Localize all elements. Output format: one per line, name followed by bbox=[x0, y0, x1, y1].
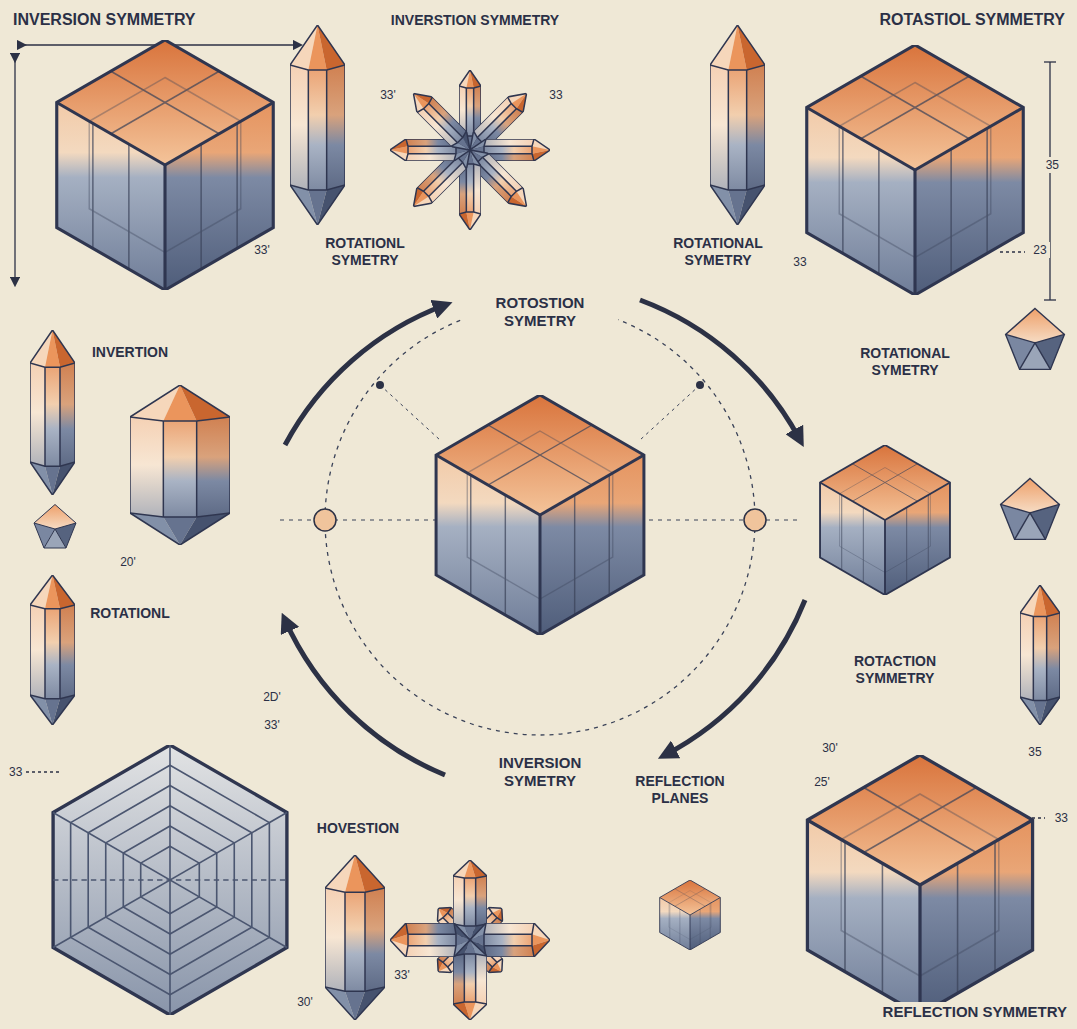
inversion-point bbox=[314, 509, 336, 531]
gem-crystal bbox=[1001, 479, 1060, 540]
star-petal bbox=[406, 86, 478, 158]
hexagonal-crystal bbox=[807, 755, 1032, 1015]
symmetry-label: ROTOSTION SYMETRY bbox=[462, 293, 618, 331]
symmetry-axis bbox=[640, 385, 700, 440]
dimension-tick bbox=[1044, 299, 1056, 300]
dimension-number: 25' bbox=[811, 774, 833, 790]
dimension-number: 35 bbox=[1043, 157, 1062, 173]
symmetry-label: ROTACTION SYMMETRY bbox=[817, 652, 973, 688]
prism-crystal bbox=[130, 385, 230, 545]
dimension-number: 33 bbox=[790, 254, 809, 270]
dimension-line bbox=[14, 58, 15, 282]
dimension-number: 30' bbox=[819, 740, 841, 756]
gem-crystal bbox=[34, 505, 76, 549]
symmetry-label: REFLECTION SYMMETRY bbox=[880, 1002, 1070, 1022]
symmetry-label: ROTATIONL bbox=[87, 604, 173, 623]
inversion-point bbox=[744, 509, 766, 531]
symmetry-label: ROTATIONL SYMETRY bbox=[287, 234, 443, 270]
gem-crystal bbox=[1006, 309, 1065, 370]
symmetry-label: INVERSION SYMMETRY bbox=[10, 9, 199, 30]
dimension-number: 33' bbox=[251, 242, 273, 258]
cycle-arrow bbox=[285, 305, 445, 445]
dimension-tick bbox=[1044, 61, 1056, 62]
symmetry-label: ROTATIONAL SYMETRY bbox=[640, 234, 796, 270]
prism-crystal bbox=[710, 25, 765, 225]
dimension-line bbox=[1000, 251, 1025, 252]
hexagonal-crystal bbox=[436, 395, 644, 635]
cubic-crystal bbox=[820, 445, 950, 595]
hexagonal-crystal bbox=[807, 45, 1024, 295]
symmetry-label: REFLECTION PLANES bbox=[607, 772, 753, 808]
dimension-number: 30' bbox=[294, 994, 316, 1010]
dimension-number: 20' bbox=[117, 554, 139, 570]
symmetry-label: INVERTION bbox=[89, 343, 171, 362]
dimension-number: 33 bbox=[546, 87, 565, 103]
dimension-line bbox=[1049, 62, 1050, 300]
cycle-arrow bbox=[640, 300, 800, 440]
cycle-arrow bbox=[665, 600, 805, 755]
prism-crystal bbox=[325, 855, 385, 1020]
prism-crystal bbox=[1020, 585, 1060, 725]
hexagonal-web bbox=[53, 745, 287, 1015]
axis-point bbox=[376, 381, 384, 389]
symmetry-label: ROTATIONAL SYMETRY bbox=[827, 344, 983, 380]
prism-crystal bbox=[30, 330, 75, 495]
symmetry-axis bbox=[380, 385, 440, 440]
dimension-number: 33' bbox=[377, 87, 399, 103]
prism-crystal bbox=[30, 575, 75, 725]
cycle-arrows bbox=[285, 300, 805, 775]
dimension-number: 33' bbox=[391, 967, 413, 983]
dimension-number: 33 bbox=[6, 764, 25, 780]
dimension-number: 33 bbox=[1052, 810, 1071, 826]
dimension-number: 23 bbox=[1030, 242, 1049, 258]
symmetry-label: INVERSION SYMETRY bbox=[467, 753, 613, 791]
hexagonal-crystal bbox=[57, 40, 274, 290]
axis-point bbox=[696, 381, 704, 389]
dimension-number: 35 bbox=[1025, 744, 1044, 760]
cubic-crystal bbox=[660, 880, 721, 950]
dimension-line bbox=[20, 771, 60, 772]
cycle-arrow bbox=[285, 620, 445, 775]
dimension-number: 2D' bbox=[260, 689, 284, 705]
star-petal bbox=[390, 923, 470, 957]
crystal-star bbox=[390, 860, 550, 1020]
crystal-star bbox=[390, 70, 550, 230]
dimension-number: 33' bbox=[261, 717, 283, 733]
symmetry-label: INVERSTION SYMMETRY bbox=[388, 11, 562, 30]
symmetry-label: HOVESTION bbox=[314, 819, 402, 838]
symmetry-label: ROTASTIOL SYMMETRY bbox=[877, 9, 1068, 30]
prism-crystal bbox=[290, 25, 345, 225]
